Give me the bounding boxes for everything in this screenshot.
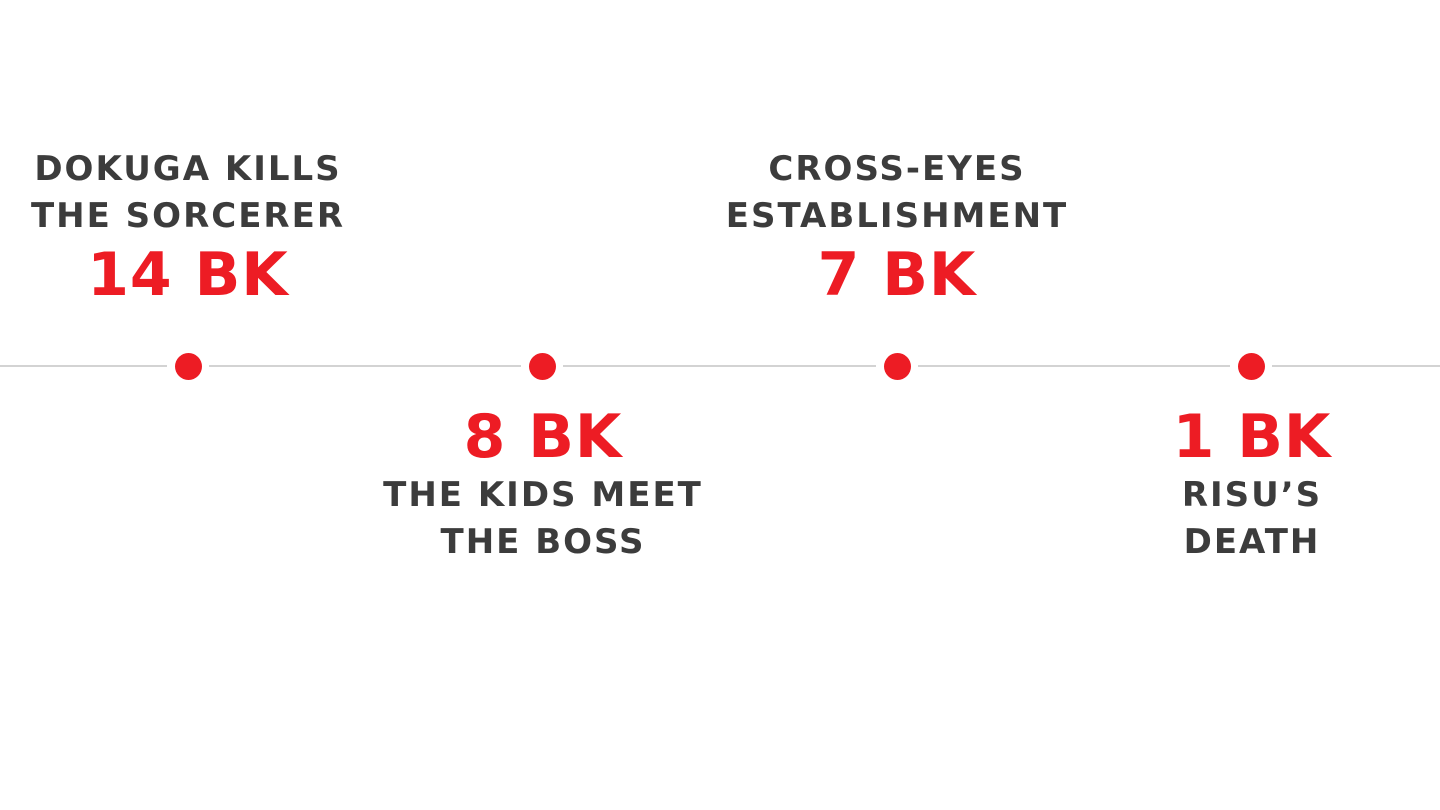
event-value: 8 BK (463, 402, 623, 472)
event-kids-meet-boss: 8 BK THE KIDS MEET THE BOSS (333, 402, 753, 566)
event-cross-eyes-establishment: CROSS-EYES ESTABLISHMENT 7 BK (687, 146, 1107, 310)
event-title: THE KIDS MEET (383, 475, 703, 515)
timeline-marker (175, 353, 202, 380)
event-dokuga-kills-sorcerer: DOKUGA KILLS THE SORCERER 14 BK (0, 146, 398, 310)
event-title: DEATH (1183, 522, 1321, 562)
event-title: THE SORCERER (30, 196, 346, 236)
event-title: ESTABLISHMENT (725, 196, 1069, 236)
timeline-marker (1238, 353, 1265, 380)
timeline-marker (529, 353, 556, 380)
event-value: 1 BK (1172, 402, 1332, 472)
event-value: 7 BK (817, 240, 977, 310)
event-title: CROSS-EYES (768, 149, 1026, 189)
timeline-line (1272, 365, 1440, 367)
event-title: DOKUGA KILLS (34, 149, 342, 189)
timeline-line (563, 365, 876, 367)
timeline-line (0, 365, 167, 367)
event-title: THE BOSS (440, 522, 646, 562)
event-title: RISU’S (1181, 475, 1323, 515)
event-value: 14 BK (87, 240, 289, 310)
timeline-marker (884, 353, 911, 380)
timeline-line (209, 365, 521, 367)
timeline-line (918, 365, 1230, 367)
event-risus-death: 1 BK RISU’S DEATH (1042, 402, 1440, 566)
